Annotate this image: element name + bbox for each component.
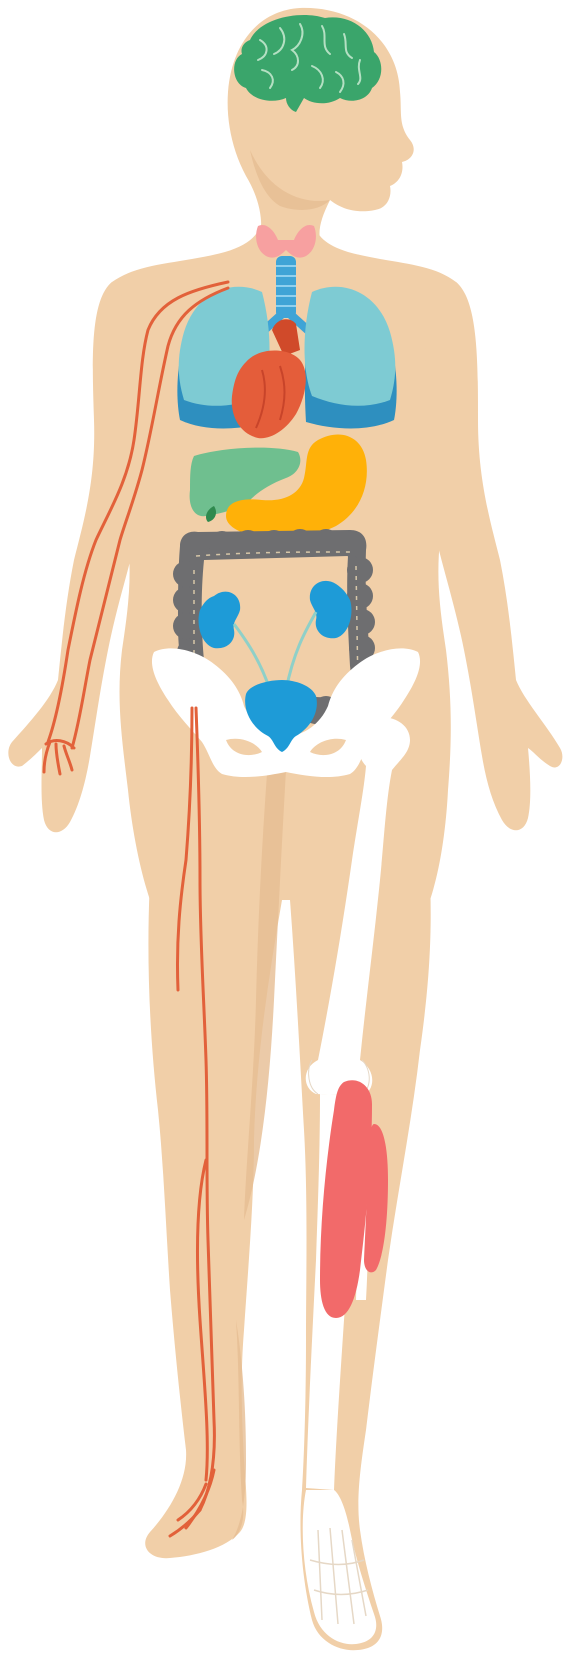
body-silhouette bbox=[8, 8, 562, 1650]
